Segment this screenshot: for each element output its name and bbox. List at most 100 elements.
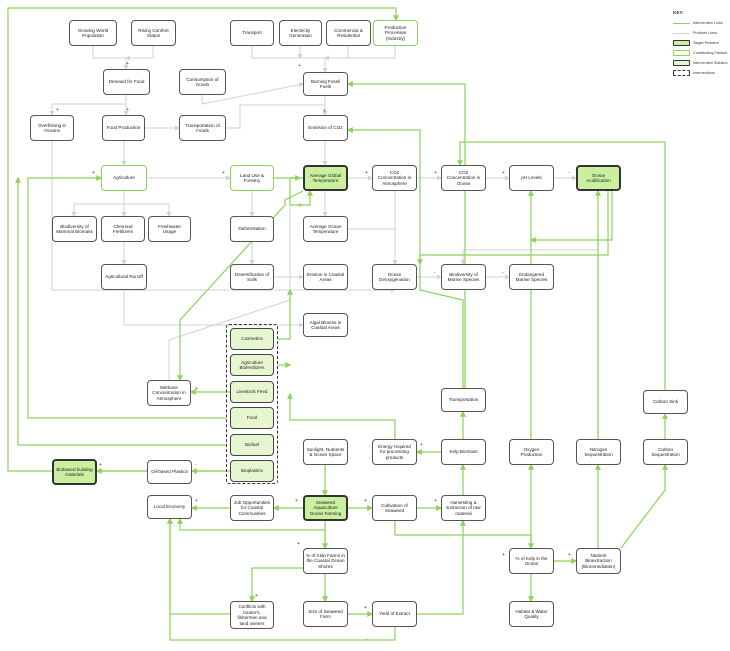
node-agri-biofertilizers[interactable]: Agriculture Biofertilizers <box>230 354 274 376</box>
node-nitrogen-seq[interactable]: Nitrogen Sequestration <box>576 439 621 465</box>
problem-link <box>251 46 328 73</box>
node-biodiversity-marine[interactable]: Biodiversity of Marine Species <box>441 264 486 290</box>
intervention-link <box>177 517 326 548</box>
node-oil-plastics[interactable]: Oil-based Plastics <box>147 460 192 484</box>
node-cosmetics[interactable]: Cosmetics <box>230 328 274 350</box>
node-pct-kelp-ocean[interactable]: % of Kelp in the Ocean <box>509 548 554 574</box>
intervention-link <box>15 176 226 446</box>
node-ph-levels[interactable]: pH Levels <box>509 165 554 191</box>
node-avg-global-temp[interactable]: Average Global Temperature <box>303 165 348 191</box>
node-land-use[interactable]: Land Use & Forestry <box>230 165 274 191</box>
polarity-sign: + <box>420 442 423 448</box>
legend-swatch <box>673 40 690 46</box>
legend-item-interventions: Interventions <box>673 68 729 78</box>
polarity-sign: + <box>298 63 301 69</box>
intervention-link <box>620 463 668 549</box>
legend-item-intervention-solution: Intervention Solution <box>673 58 729 68</box>
node-agricultural-runoff[interactable]: Agricultural Runoff <box>101 264 147 290</box>
node-conflicts[interactable]: Conflicts with boater's, fishermen and l… <box>230 601 274 629</box>
node-deforestation[interactable]: Deforestation <box>230 216 274 242</box>
node-biofuel[interactable]: Biofuel <box>230 434 274 456</box>
node-transportation-foods[interactable]: Transportation of Foods <box>179 115 226 141</box>
node-job-opportunities[interactable]: Job Opportunities for Coastal Communitie… <box>230 495 274 521</box>
node-consumption-goods[interactable]: Consumption of Goods <box>179 69 226 95</box>
node-algal-blooms[interactable]: Algal Blooms in Coastal Areas <box>303 313 348 337</box>
legend-item-intervention-links: Intervention Links <box>673 18 729 28</box>
node-local-economy[interactable]: Local Economy <box>147 495 192 519</box>
problem-link <box>123 290 304 328</box>
node-endangered-marine[interactable]: Endangered Marine Species <box>509 264 554 290</box>
node-demand-food[interactable]: Demand for Food <box>103 69 150 95</box>
node-co2-ocean[interactable]: CO2 Concentration in Ocean <box>441 165 486 191</box>
node-avg-ocean-temp[interactable]: Average Ocean Temperature <box>303 216 348 242</box>
polarity-sign: + <box>255 593 258 599</box>
node-kelp-biomass[interactable]: Kelp Biomass <box>441 439 486 465</box>
legend-item-problem-links: Problem Links <box>673 28 729 38</box>
problem-link <box>201 82 304 105</box>
node-nutrient-bio[interactable]: Nutrient Bioextraction (Bioremediation) <box>576 548 621 574</box>
node-size-farm[interactable]: Size of Seaweed Farm <box>303 601 348 627</box>
legend-swatch <box>673 22 690 24</box>
node-carbon-seq[interactable]: Carbon Sequestration <box>643 439 688 465</box>
node-agriculture[interactable]: Agriculture <box>101 165 147 191</box>
node-electricity[interactable]: Electricity Generation <box>279 20 322 46</box>
node-biobased-building[interactable]: Biobased building materials <box>52 459 97 485</box>
polarity-sign: + <box>56 107 59 113</box>
node-overfishing[interactable]: Overfishing in Oceans <box>30 115 74 141</box>
node-erosion-coastal[interactable]: Erosion in Coastal Areas <box>303 264 348 290</box>
polarity-sign: + <box>99 462 102 468</box>
node-food-production[interactable]: Food Production <box>102 115 145 141</box>
node-production[interactable]: Production Processes (Industry) <box>373 20 418 46</box>
node-habitat-water[interactable]: Habitat & Water Quality <box>509 601 554 627</box>
legend-label: Contributing Factors <box>693 51 728 55</box>
node-food[interactable]: Food <box>230 407 274 429</box>
polarity-sign: - <box>568 170 570 176</box>
legend-label: Intervention Links <box>693 21 723 25</box>
node-livestock-feed[interactable]: Livestock Feed <box>230 381 274 403</box>
node-carbon-sink[interactable]: Carbon Sink <box>643 390 688 414</box>
polarity-sign: + <box>365 170 368 176</box>
node-ocean-acidification[interactable]: Ocean Acidification <box>576 165 621 191</box>
node-transportation[interactable]: Transportation <box>441 388 486 412</box>
node-chemical-fertilizers[interactable]: Chemical Fertilizers <box>101 216 145 242</box>
problem-link <box>348 228 398 265</box>
node-desertification[interactable]: Desertification of Soils <box>230 264 274 290</box>
node-burning-fuels[interactable]: Burning Fossil Fuels <box>303 72 348 96</box>
polarity-sign: + <box>568 552 571 558</box>
legend-swatch <box>673 60 690 66</box>
node-growing-population[interactable]: Growing World Population <box>69 20 117 46</box>
polarity-sign: - <box>195 462 197 468</box>
legend-item-contributing-factors: Contributing Factors <box>673 48 729 58</box>
node-emission-co2[interactable]: Emission of CO2 <box>303 115 348 141</box>
node-seaweed-farming[interactable]: Seaweed Aquaculture Ocean Farming <box>303 495 348 521</box>
legend-title: KEY: <box>673 10 684 15</box>
node-harvesting[interactable]: Harvesting & Extraction of raw material <box>441 495 486 521</box>
node-sunlight[interactable]: Sunlight, Nutrients & Ocean Space <box>303 439 348 465</box>
problem-link <box>125 46 154 61</box>
node-bioplastics[interactable]: Bioplastics <box>230 460 274 482</box>
intervention-link <box>27 175 226 419</box>
node-transport[interactable]: Transport <box>230 20 274 46</box>
polarity-sign: + <box>195 498 198 504</box>
node-biodiversity-mammal[interactable]: Biodiversity of Mammal Biomass <box>52 216 97 242</box>
node-rising-comfort[interactable]: Rising Comfort Status <box>131 20 176 46</box>
node-co2-atmosphere[interactable]: CO2 Concentration in Atmosphere <box>372 165 417 191</box>
problem-link <box>324 46 396 61</box>
node-cultivation[interactable]: Cultivation of Seaweed <box>372 495 417 521</box>
node-ocean-deoxygenation[interactable]: Ocean Deoxygenation <box>372 264 417 290</box>
node-oxygen-production[interactable]: Oxygen Production <box>509 439 554 465</box>
legend-label: Target Problem <box>693 41 719 45</box>
polarity-sign: + <box>434 498 437 504</box>
node-methane-concentration[interactable]: Methane Concentration in Atmosphere <box>147 380 191 406</box>
node-yield-extract[interactable]: Yield of Extract <box>372 601 417 627</box>
node-pct-kelp-farms[interactable]: % of Kelp Farms in the Coastal Ocean Sho… <box>303 548 348 574</box>
polarity-sign: - <box>502 270 504 276</box>
node-commercial[interactable]: Commercial & Residential <box>326 20 371 46</box>
problem-link <box>226 104 328 129</box>
intervention-link <box>167 517 230 615</box>
polarity-sign: + <box>364 498 367 504</box>
node-freshwater-usage[interactable]: Freshwater Usage <box>148 216 191 242</box>
node-energy-processing[interactable]: Energy required for processing products <box>372 439 417 465</box>
legend-swatch <box>673 70 690 76</box>
